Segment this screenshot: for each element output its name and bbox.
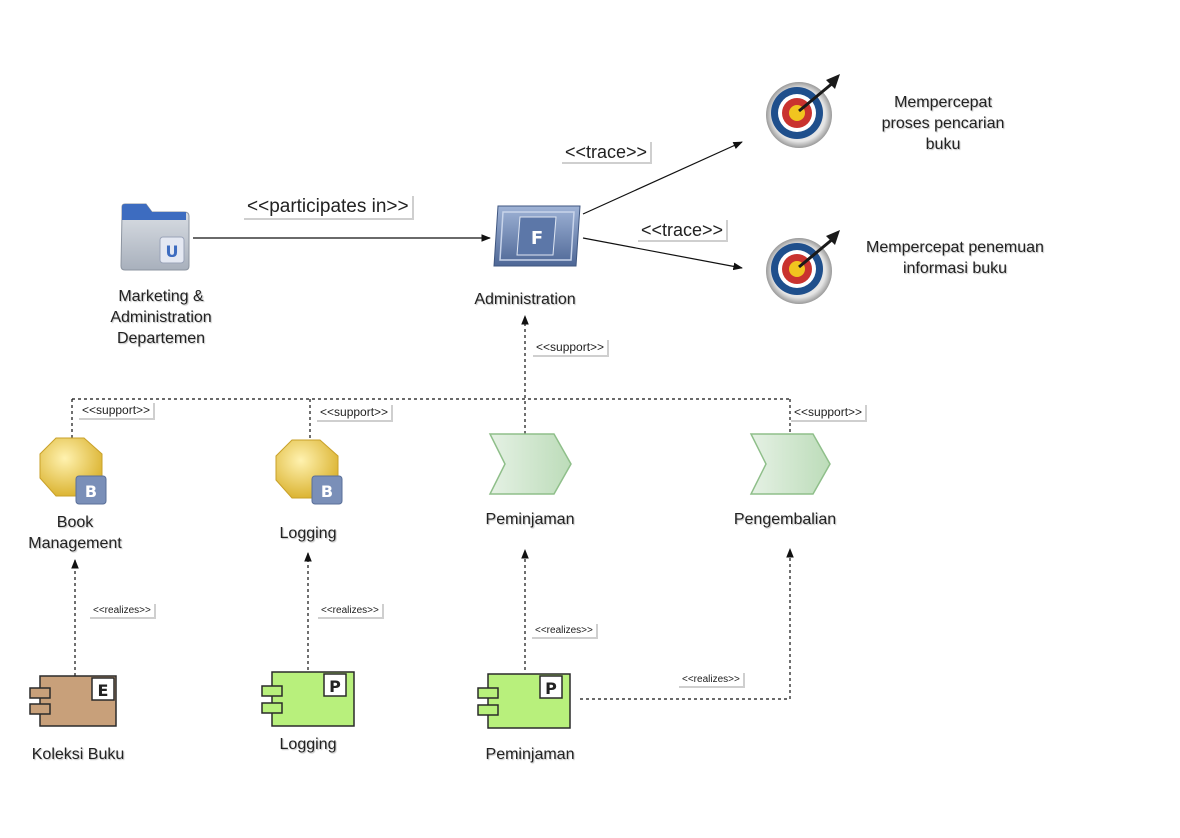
- component-peminjaman-label: Peminjaman: [485, 746, 575, 763]
- component-icon-peminjaman[interactable]: P: [477, 673, 571, 729]
- process-pengembalian-label: Pengembalian: [733, 511, 837, 528]
- support-book-label: <<support>>: [79, 403, 156, 420]
- realizes-pengembalian-label: <<realizes>>: [679, 673, 745, 688]
- process-icon-peminjaman[interactable]: [488, 433, 572, 495]
- support-pengembalian-label: <<support>>: [791, 405, 868, 422]
- goal-1-label: Mempercepat proses pencarian buku: [881, 94, 1005, 153]
- trace-label-2: <<trace>>: [638, 220, 729, 242]
- component-logging-label: Logging: [279, 736, 337, 753]
- support-connector-bus[interactable]: [71, 315, 791, 440]
- service-icon-logging[interactable]: B: [275, 439, 343, 505]
- trace-label-1: <<trace>>: [562, 142, 653, 164]
- service-logging-label: Logging: [279, 525, 337, 542]
- component-peminjaman-badge-text: P: [545, 679, 557, 698]
- realizes-peminjaman-label: <<realizes>>: [532, 624, 598, 639]
- service-icon-book-management[interactable]: B: [39, 437, 107, 505]
- support-logging-label: <<support>>: [317, 405, 394, 422]
- trace-connector-2[interactable]: [582, 237, 743, 271]
- service-logging-badge-text: B: [321, 482, 333, 501]
- service-book-label: Book Management: [28, 514, 122, 552]
- goal-2-label: Mempercepat penemuan informasi buku: [866, 239, 1044, 277]
- support-admin-label: <<support>>: [533, 340, 610, 357]
- component-logging-badge-text: P: [329, 677, 341, 696]
- actor-icon[interactable]: U: [120, 203, 190, 271]
- trace-connector-1[interactable]: [582, 141, 743, 215]
- actor-badge-text: U: [166, 242, 179, 261]
- component-koleksi-badge-text: E: [98, 681, 109, 700]
- actor-label: Marketing & Administration Departemen: [110, 288, 212, 347]
- realizes-koleksi-label: <<realizes>>: [90, 604, 156, 619]
- component-icon-koleksi-buku[interactable]: E: [29, 675, 117, 727]
- function-badge-text: F: [531, 228, 543, 249]
- realizes-connectors[interactable]: [71, 548, 794, 700]
- goal-icon-1[interactable]: [766, 74, 840, 148]
- participates-label: <<participates in>>: [244, 196, 414, 220]
- realizes-logging-label: <<realizes>>: [318, 604, 384, 619]
- function-icon[interactable]: F: [493, 205, 581, 267]
- goal-icon-2[interactable]: [766, 230, 840, 304]
- process-peminjaman-label: Peminjaman: [485, 511, 575, 528]
- process-icon-pengembalian[interactable]: [749, 433, 831, 495]
- component-icon-logging[interactable]: P: [261, 671, 355, 727]
- service-book-badge-text: B: [85, 482, 97, 501]
- component-koleksi-label: Koleksi Buku: [31, 746, 125, 763]
- function-label: Administration: [474, 291, 576, 308]
